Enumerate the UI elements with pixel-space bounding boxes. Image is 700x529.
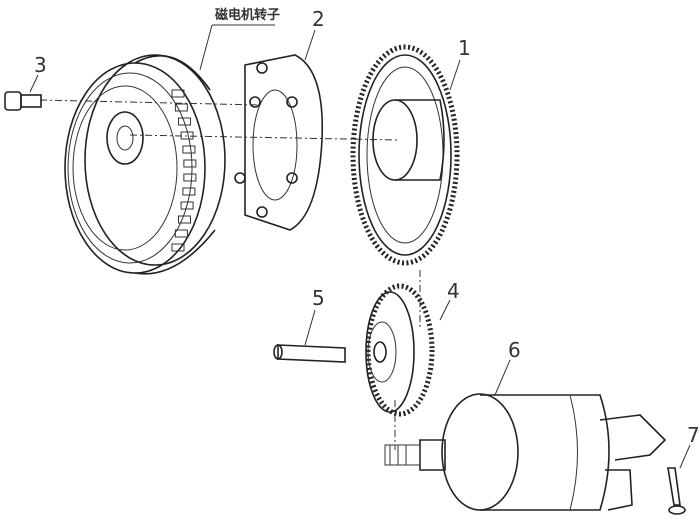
- callout-4: 4: [447, 279, 460, 303]
- flywheel-slot: [182, 187, 196, 196]
- flywheel-slot: [177, 117, 191, 126]
- title-label: 磁电机转子: [215, 7, 280, 23]
- flywheel-slot: [174, 229, 188, 238]
- axis-line-upper: [39, 99, 261, 106]
- leader-7: [679, 444, 691, 469]
- leader-5: [304, 309, 316, 346]
- leader-title: [199, 24, 275, 71]
- callout-2: 2: [312, 7, 325, 31]
- callout-3: 3: [34, 53, 47, 77]
- callout-1: 1: [458, 36, 471, 60]
- starter-motor-6: [384, 393, 667, 511]
- flywheel-slot: [171, 243, 185, 252]
- leader-1: [449, 59, 461, 91]
- flywheel-slot: [177, 215, 191, 224]
- starter-gear-1: [350, 44, 460, 266]
- clutch-plate-2: [234, 54, 324, 231]
- bolt-3: [4, 91, 42, 111]
- flywheel-slot: [180, 201, 194, 210]
- callout-5: 5: [312, 286, 325, 310]
- flywheel-slot: [174, 103, 188, 112]
- callout-6: 6: [508, 338, 521, 362]
- flywheel-slot: [183, 173, 197, 182]
- callout-7: 7: [687, 423, 700, 447]
- leader-3: [29, 74, 39, 93]
- flywheel-slot: [182, 145, 196, 154]
- flywheel-slot: [183, 159, 197, 168]
- flywheel-slot: [180, 131, 194, 140]
- leader-6: [494, 359, 511, 396]
- flywheel-slot: [171, 89, 185, 98]
- flywheel-rotor: [64, 54, 226, 275]
- leader-4: [439, 299, 451, 321]
- idler-shaft-5: [273, 344, 346, 363]
- bolt-7: [667, 467, 686, 515]
- idler-gear-4: [365, 283, 435, 417]
- leader-2: [304, 29, 316, 61]
